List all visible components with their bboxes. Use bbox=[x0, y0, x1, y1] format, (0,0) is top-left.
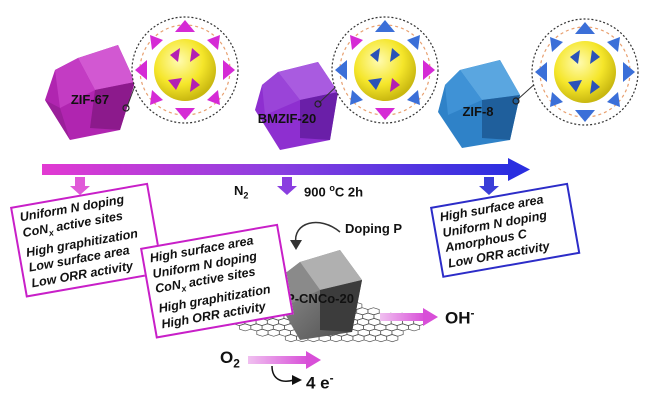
graphene-hexagon bbox=[408, 323, 421, 332]
zif8-polyhedron bbox=[438, 60, 538, 148]
down-arrow-left bbox=[70, 177, 90, 195]
graphene-hexagon bbox=[256, 328, 269, 337]
graphene-hexagon bbox=[363, 334, 376, 343]
graphene-hexagon bbox=[352, 334, 365, 343]
temperature-label: 900 oC 2h bbox=[304, 183, 364, 200]
process-arrow bbox=[42, 158, 530, 181]
graphene-hexagon bbox=[386, 334, 399, 343]
graphene-hexagon bbox=[375, 334, 388, 343]
doping-curved-arrow bbox=[290, 221, 341, 250]
product-label: P-CNCo-20 bbox=[286, 291, 354, 306]
zif67-polyhedron bbox=[45, 45, 140, 140]
zif67-label: ZIF-67 bbox=[71, 92, 109, 107]
graphene-hexagon bbox=[239, 323, 252, 332]
zif8-cage-zoom bbox=[531, 18, 639, 126]
zif67-cage-zoom bbox=[131, 16, 239, 124]
oxygen-label: O2 bbox=[220, 348, 240, 371]
o2-arrow bbox=[248, 351, 321, 369]
bmzif-cage-zoom bbox=[331, 16, 439, 124]
oh-arrow bbox=[380, 308, 438, 326]
bmzif-polyhedron bbox=[255, 62, 344, 150]
graphene-hexagon bbox=[267, 328, 280, 337]
graphene-hexagon bbox=[341, 334, 354, 343]
product-polyhedron bbox=[277, 250, 362, 340]
electrons-label: 4 e- bbox=[306, 371, 334, 393]
graphene-hexagon bbox=[330, 334, 342, 343]
down-arrow-right bbox=[479, 177, 499, 195]
bmzif-label: BMZIF-20 bbox=[258, 111, 317, 126]
hydroxide-label: OH- bbox=[445, 306, 475, 328]
electron-curve bbox=[271, 365, 295, 382]
electron-arrowhead bbox=[292, 375, 302, 385]
zif8-label: ZIF-8 bbox=[462, 104, 493, 119]
doping-label: Doping P bbox=[345, 221, 403, 236]
gas-label: N2 bbox=[234, 183, 249, 201]
down-arrow-middle bbox=[277, 177, 297, 195]
graphene-hexagon bbox=[284, 334, 297, 343]
